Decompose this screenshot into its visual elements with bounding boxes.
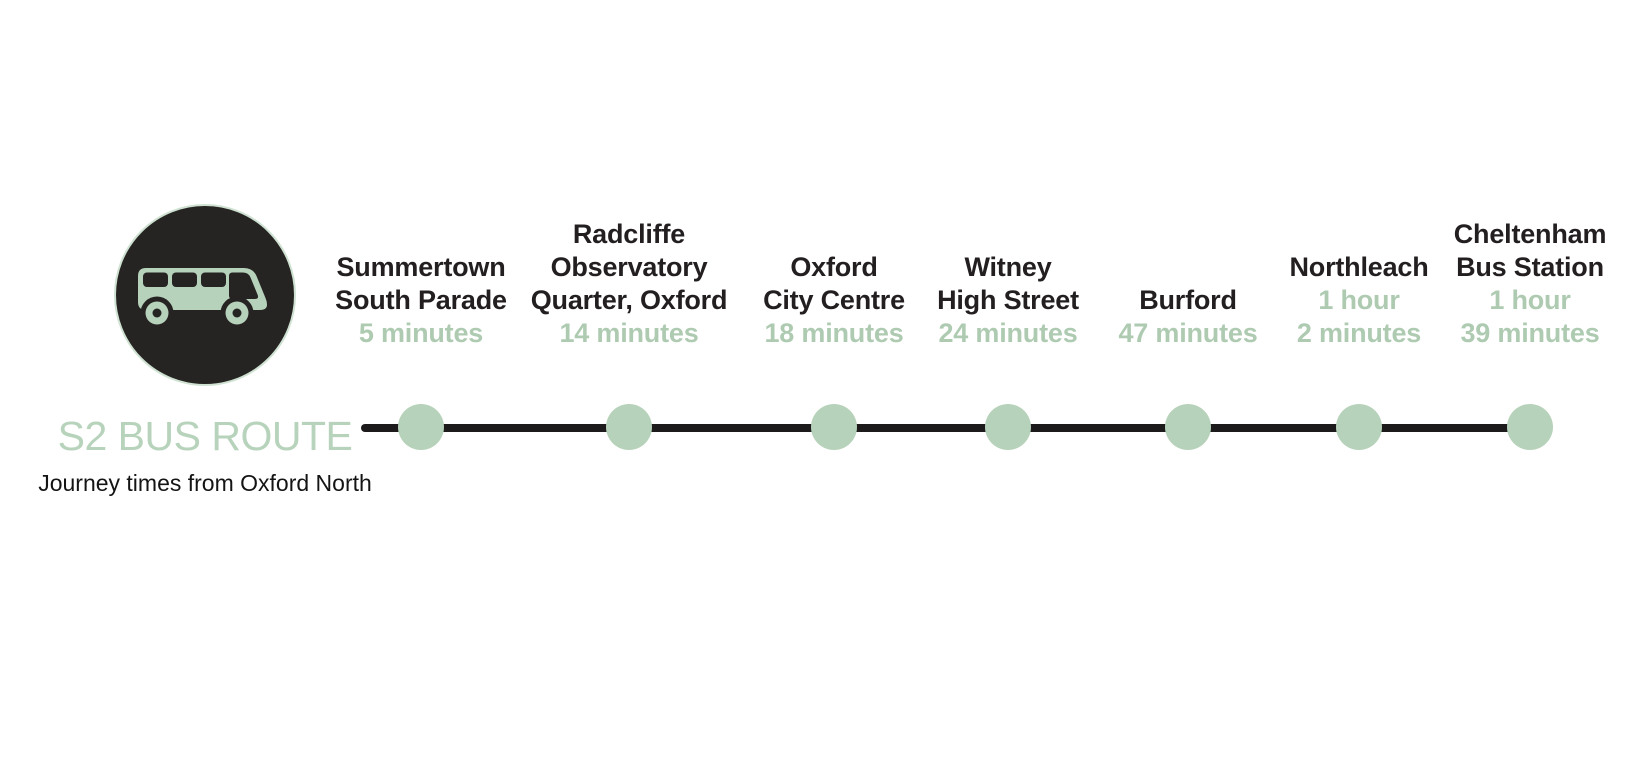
route-line [361, 424, 1540, 432]
stop-time-line: 24 minutes [938, 318, 1078, 348]
stop-time-line: 1 hour [1318, 285, 1400, 315]
stop-label-witney: Witney High Street 24 minutes [937, 251, 1079, 350]
stop-label-cheltenham: Cheltenham Bus Station 1 hour 39 minutes [1454, 218, 1607, 350]
stop-time-line: 1 hour [1489, 285, 1571, 315]
stop-time-line: 39 minutes [1460, 318, 1600, 348]
stop-dot-northleach [1336, 404, 1382, 450]
route-subtitle: Journey times from Oxford North [38, 470, 372, 497]
stop-name-line: Bus Station [1456, 252, 1604, 282]
bus-badge [113, 203, 297, 387]
stop-label-burford: Burford 47 minutes [1118, 284, 1257, 350]
stop-name-line: Observatory [550, 252, 708, 282]
stop-dot-witney [985, 404, 1031, 450]
stop-name-line: South Parade [335, 285, 507, 315]
stop-dot-radcliffe [606, 404, 652, 450]
stop-name-line: Summertown [336, 252, 506, 282]
route-title: S2 BUS ROUTE [57, 413, 353, 459]
stop-name-line: City Centre [763, 285, 905, 315]
stop-time-line: 5 minutes [358, 318, 484, 348]
stop-name-line: Quarter, Oxford [530, 285, 728, 315]
stop-name-line: Witney [964, 252, 1052, 282]
bus-icon [114, 204, 296, 386]
stop-label-oxford: Oxford City Centre 18 minutes [763, 251, 905, 350]
stop-label-northleach: Northleach 1 hour 2 minutes [1289, 251, 1428, 350]
stop-name-line: Radcliffe [572, 219, 686, 249]
stop-time-line: 47 minutes [1118, 318, 1258, 348]
stop-name-line: Cheltenham [1453, 219, 1607, 249]
brand-block: S2 BUS ROUTE Journey times from Oxford N… [38, 413, 372, 497]
stop-label-summertown: Summertown South Parade 5 minutes [335, 251, 507, 350]
stop-time-line: 14 minutes [559, 318, 699, 348]
stop-dot-cheltenham [1507, 404, 1553, 450]
stop-time-line: 2 minutes [1296, 318, 1422, 348]
stop-name-line: High Street [937, 285, 1079, 315]
stop-name-line: Oxford [790, 252, 878, 282]
stop-dot-burford [1165, 404, 1211, 450]
stop-name-line: Northleach [1289, 252, 1429, 282]
stop-dot-summertown [398, 404, 444, 450]
stop-time-line: 18 minutes [764, 318, 904, 348]
stop-dot-oxford [811, 404, 857, 450]
stop-name-line: Burford [1139, 285, 1237, 315]
stop-label-radcliffe: Radcliffe Observatory Quarter, Oxford 14… [531, 218, 728, 350]
